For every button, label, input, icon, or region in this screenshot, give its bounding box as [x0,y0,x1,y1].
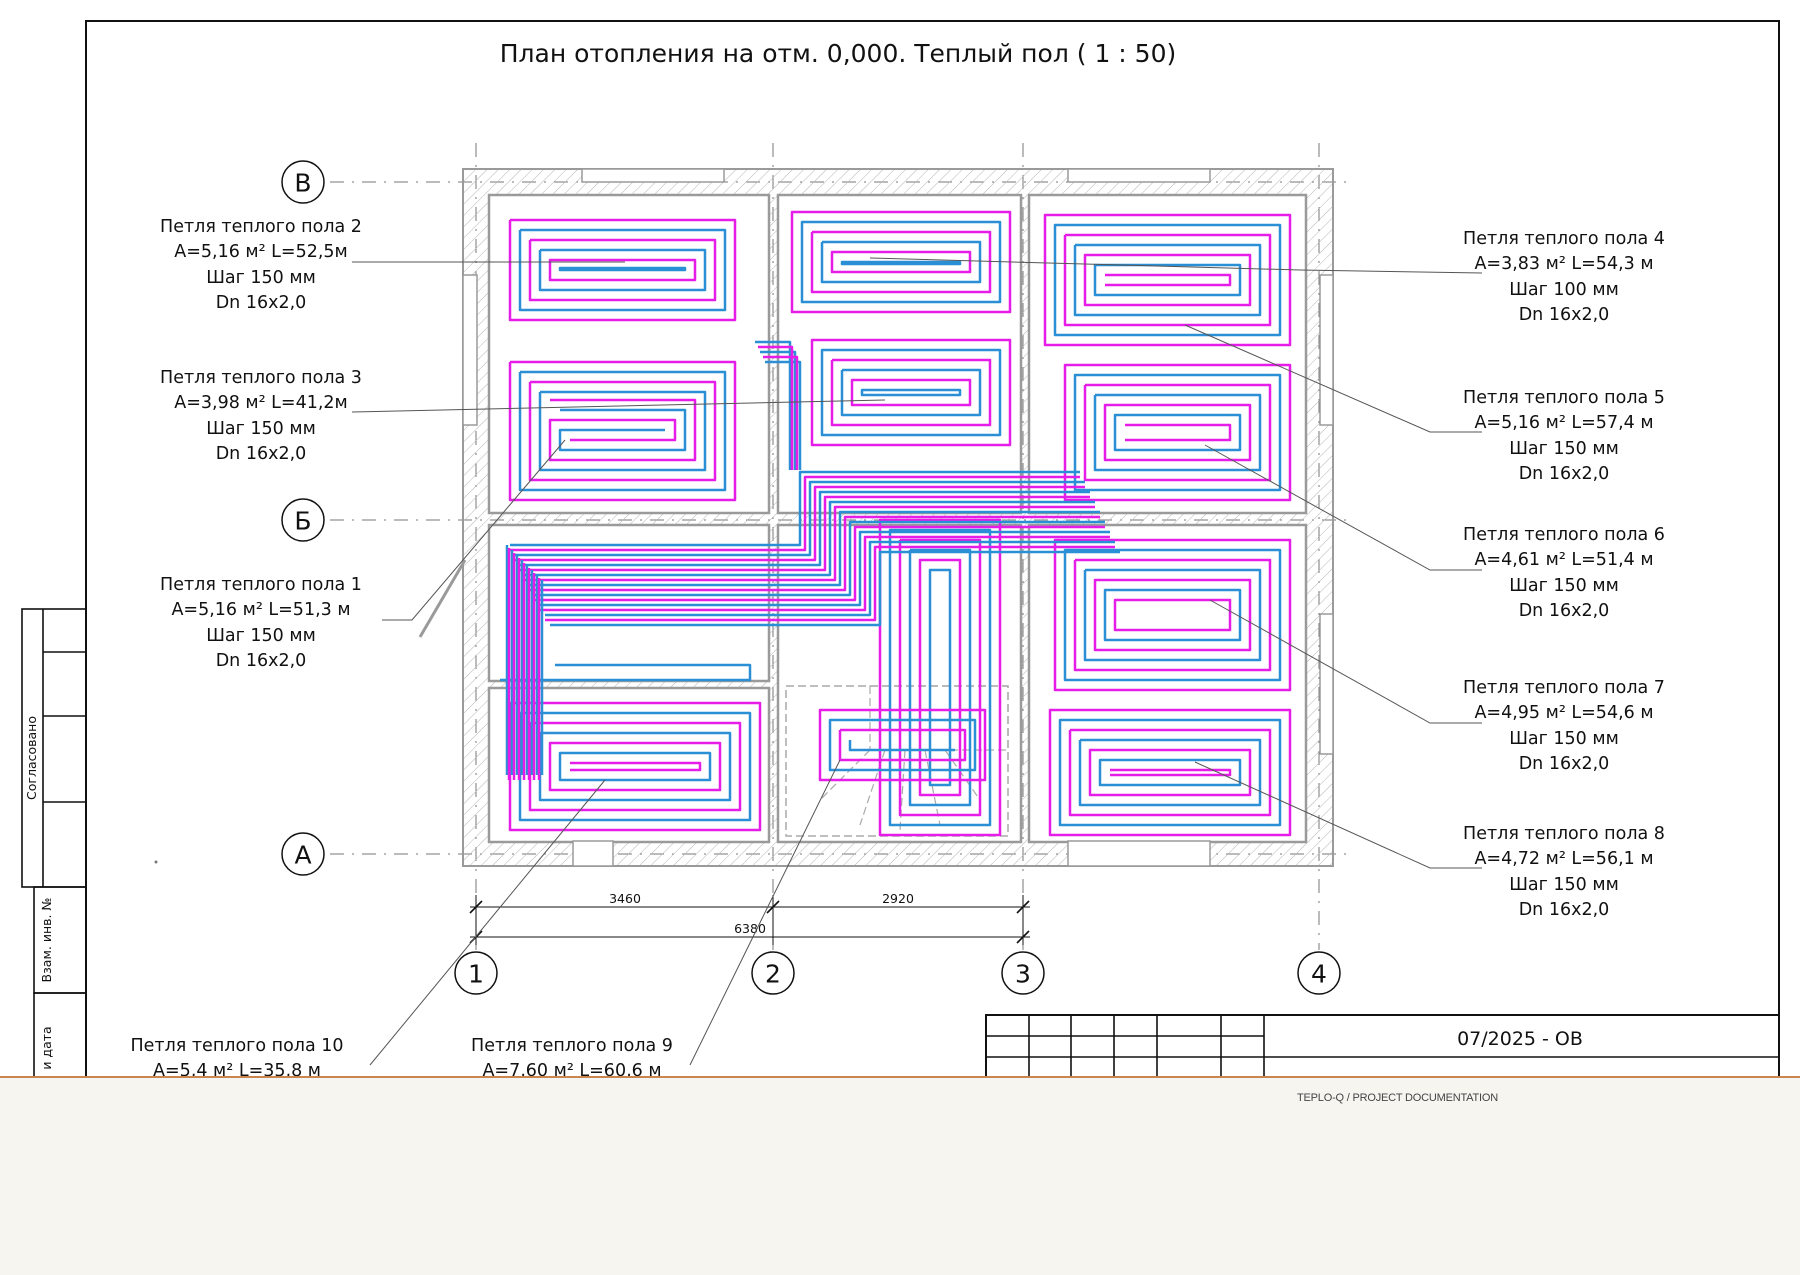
loop-4-step: Шаг 100 мм [1509,280,1619,300]
loop-5-name: Петля теплого пола 5 [1463,388,1665,408]
axis-row-a: А [294,841,311,870]
dim-2-3: 2920 [882,891,914,906]
loop-6-dn: Dn 16x2,0 [1519,601,1610,621]
loop-label-7: Петля теплого пола 7 A=4,95 м² L=54,6 м … [1463,678,1665,774]
loop-7-area: A=4,95 м² L=54,6 м [1474,703,1653,723]
leader-lines [351,257,1483,1066]
loop-2-step: Шаг 150 мм [206,268,316,288]
loop-label-3: Петля теплого пола 3 A=3,98 м² L=41,2м Ш… [160,368,362,464]
date-label: и дата [39,1026,54,1069]
loop-6-area: A=4,61 м² L=51,4 м [1474,550,1653,570]
footer-text: TEPLO-Q / PROJECT DOCUMENTATION [1297,1092,1498,1104]
heating-loops [500,210,1292,837]
loop-label-6: Петля теплого пола 6 A=4,61 м² L=51,4 м … [1463,525,1665,621]
loop-10-area: A=5,4 м² L=35,8 м [153,1061,321,1076]
loop-3-name: Петля теплого пола 3 [160,368,362,388]
dim-1-2: 3460 [609,891,641,906]
loop-1-area: A=5,16 м² L=51,3 м [171,600,350,620]
loop-1-name: Петля теплого пола 1 [160,575,362,595]
loop-5-step: Шаг 150 мм [1509,439,1619,459]
page-footer: TEPLO-Q / PROJECT DOCUMENTATION [0,1076,1800,1275]
loop-9-name: Петля теплого пола 9 [471,1036,673,1056]
loop-8-dn: Dn 16x2,0 [1519,900,1610,920]
loop-5-area: A=5,16 м² L=57,4 м [1474,413,1653,433]
loop-label-10: Петля теплого пола 10 A=5,4 м² L=35,8 м [130,1036,343,1076]
loop-6-name: Петля теплого пола 6 [1463,525,1665,545]
loop-8-area: A=4,72 м² L=56,1 м [1474,849,1653,869]
axis-row-b: Б [294,507,311,536]
loop-6-step: Шаг 150 мм [1509,576,1619,596]
dim-1-3: 6380 [734,921,766,936]
loop-9-area: A=7,60 м² L=60,6 м [482,1061,661,1076]
loop-2-area: A=5,16 м² L=52,5м [174,242,348,262]
loop-3-area: A=3,98 м² L=41,2м [174,393,348,413]
loop-4-dn: Dn 16x2,0 [1519,305,1610,325]
axis-markers: В Б А 1 2 3 4 [281,160,1341,995]
axis-col-3: 3 [1015,960,1031,989]
loop-2-name: Петля теплого пола 2 [160,217,362,237]
loop-3-dn: Dn 16x2,0 [216,444,307,464]
axis-col-2: 2 [765,960,781,989]
axis-row-v: В [294,169,311,198]
drawing-title: План отопления на отм. 0,000. Теплый пол… [500,39,1176,68]
loop-label-9: Петля теплого пола 9 A=7,60 м² L=60,6 м [471,1036,673,1076]
loop-10-name: Петля теплого пола 10 [130,1036,343,1056]
loop-4-name: Петля теплого пола 4 [1463,229,1665,249]
agreed-label: Согласовано [24,716,39,800]
loop-1-dn: Dn 16x2,0 [216,651,307,671]
axis-col-4: 4 [1311,960,1327,989]
loop-2-dn: Dn 16x2,0 [216,293,307,313]
document-code: 07/2025 - ОВ [1457,1028,1583,1050]
loop-7-dn: Dn 16x2,0 [1519,754,1610,774]
loop-5-dn: Dn 16x2,0 [1519,464,1610,484]
loop-8-step: Шаг 150 мм [1509,875,1619,895]
loop-4-area: A=3,83 м² L=54,3 м [1474,254,1653,274]
loop-label-4: Петля теплого пола 4 A=3,83 м² L=54,3 м … [1463,229,1665,325]
dimension-lines: 3460 2920 6380 [469,891,1030,945]
sheet-frame [85,20,1780,1076]
loop-7-step: Шаг 150 мм [1509,729,1619,749]
loop-8-name: Петля теплого пола 8 [1463,824,1665,844]
axis-col-1: 1 [468,960,484,989]
loop-3-step: Шаг 150 мм [206,419,316,439]
title-block: 07/2025 - ОВ [985,1014,1780,1076]
side-block: Согласовано Взам. инв. № и дата [21,608,158,1076]
loop-label-8: Петля теплого пола 8 A=4,72 м² L=56,1 м … [1463,824,1665,920]
replace-inv-label: Взам. инв. № [39,898,54,983]
loop-7-name: Петля теплого пола 7 [1463,678,1665,698]
heating-plan-drawing: Согласовано Взам. инв. № и дата План ото… [21,20,1780,1076]
loop-label-1: Петля теплого пола 1 A=5,16 м² L=51,3 м … [160,575,362,671]
loop-label-2: Петля теплого пола 2 A=5,16 м² L=52,5м Ш… [160,217,362,313]
loop-1-step: Шаг 150 мм [206,626,316,646]
loop-label-5: Петля теплого пола 5 A=5,16 м² L=57,4 м … [1463,388,1665,484]
drawing-sheet: Согласовано Взам. инв. № и дата План ото… [0,0,1800,1076]
